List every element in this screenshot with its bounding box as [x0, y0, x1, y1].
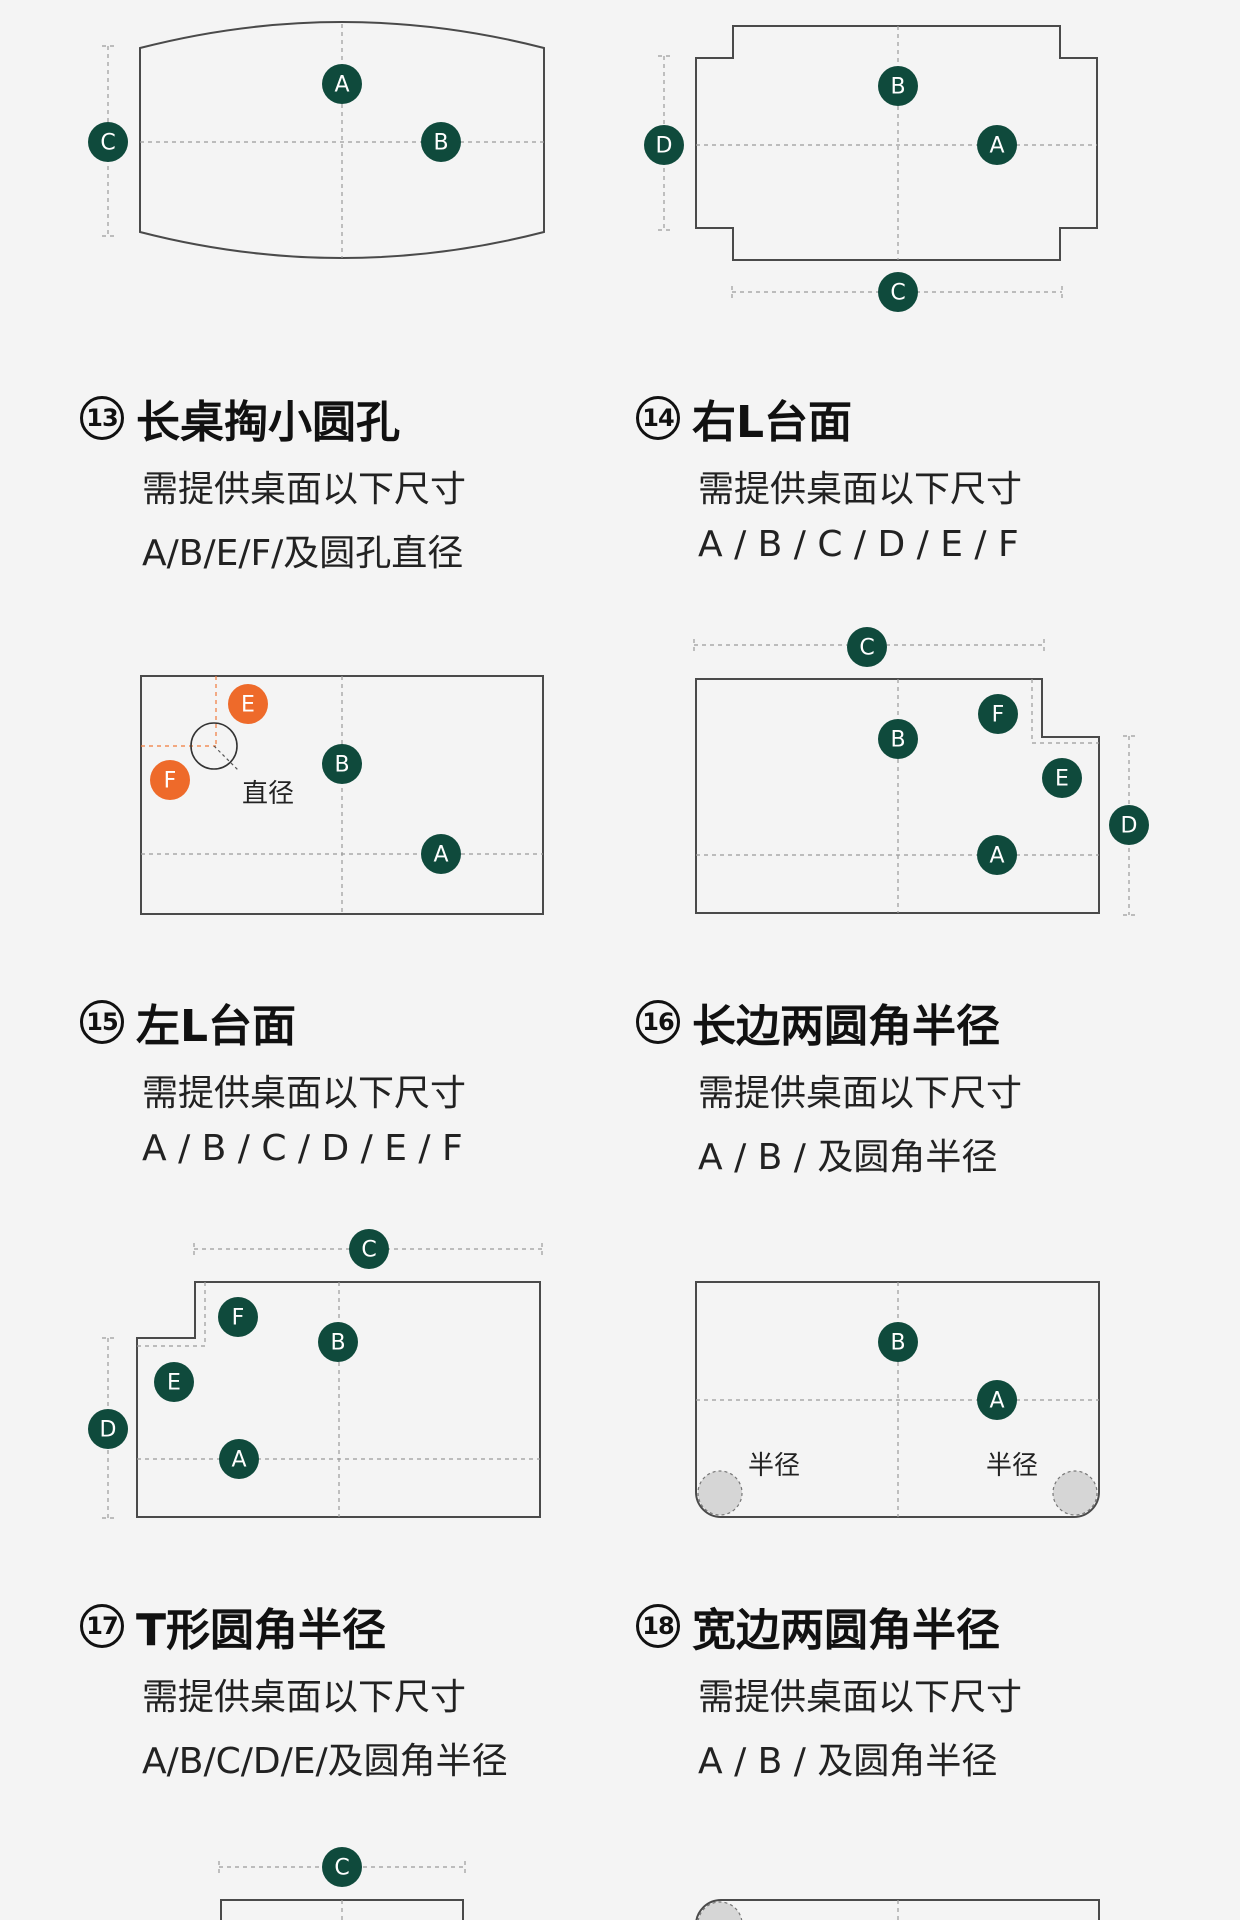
section-title: 长边两圆角半径	[692, 1001, 1000, 1052]
marker-f: F	[978, 694, 1018, 734]
marker-a: A	[421, 834, 461, 874]
diagram-right-l-table: C F B E D A	[693, 627, 1149, 916]
section-18-requirement: 需提供桌面以下尺寸	[698, 1677, 1023, 1718]
svg-text:B: B	[334, 753, 349, 778]
section-18-dimensions: A / B / 及圆角半径	[698, 1741, 998, 1782]
section-title: 宽边两圆角半径	[692, 1605, 1000, 1656]
section-15-requirement: 需提供桌面以下尺寸	[142, 1073, 467, 1114]
marker-d: D	[1109, 805, 1149, 845]
svg-text:A: A	[231, 1448, 246, 1473]
marker-b: B	[878, 66, 918, 106]
section-title: 左L台面	[136, 1001, 297, 1052]
radius-label-left: 半径	[748, 1451, 800, 1481]
marker-e: E	[228, 684, 268, 724]
svg-text:F: F	[164, 769, 177, 794]
section-17-requirement: 需提供桌面以下尺寸	[142, 1677, 467, 1718]
svg-text:C: C	[890, 281, 905, 306]
marker-c: C	[322, 1847, 362, 1887]
marker-f: F	[150, 760, 190, 800]
svg-text:B: B	[330, 1331, 345, 1356]
svg-text:A: A	[433, 843, 448, 868]
diagram-barrel-table: A B C	[88, 21, 545, 259]
diameter-label: 直径	[242, 779, 294, 809]
section-title: 右L台面	[692, 397, 853, 448]
section-13-title: 13 长桌掏小圆孔	[80, 386, 400, 450]
svg-text:D: D	[1121, 814, 1138, 839]
marker-a: A	[977, 835, 1017, 875]
svg-text:B: B	[433, 131, 448, 156]
diagram-table-with-hole: 直径 E F B A	[140, 675, 544, 915]
marker-b: B	[421, 122, 461, 162]
section-number: 16	[636, 1000, 680, 1044]
marker-a: A	[219, 1439, 259, 1479]
section-17-dimensions: A/B/C/D/E/及圆角半径	[142, 1741, 508, 1782]
svg-text:F: F	[992, 703, 1005, 728]
section-15-title: 15 左L台面	[80, 990, 296, 1054]
diagram-notched-table: B A D C	[644, 25, 1098, 312]
section-16-requirement: 需提供桌面以下尺寸	[698, 1073, 1023, 1114]
marker-a: A	[322, 64, 362, 104]
svg-text:A: A	[989, 1389, 1004, 1414]
marker-e: E	[154, 1362, 194, 1402]
diagram-rounded-long-edge-table: 半径 半径 B A	[695, 1281, 1100, 1518]
svg-text:E: E	[167, 1371, 181, 1396]
marker-f: F	[218, 1297, 258, 1337]
svg-text:E: E	[1055, 767, 1069, 792]
marker-b: B	[878, 1322, 918, 1362]
marker-b: B	[878, 719, 918, 759]
marker-d: D	[88, 1409, 128, 1449]
marker-b: B	[318, 1322, 358, 1362]
section-16-dimensions: A / B / 及圆角半径	[698, 1137, 998, 1178]
section-13-requirement: 需提供桌面以下尺寸	[142, 469, 467, 510]
svg-text:E: E	[241, 693, 255, 718]
svg-text:A: A	[989, 844, 1004, 869]
diagram-t-shape-partial: C	[218, 1847, 466, 1920]
svg-text:C: C	[334, 1856, 349, 1881]
section-16-title: 16 长边两圆角半径	[636, 990, 1000, 1054]
section-14-requirement: 需提供桌面以下尺寸	[698, 469, 1023, 510]
svg-text:C: C	[100, 131, 115, 156]
marker-d: D	[644, 125, 684, 165]
section-number: 18	[636, 1604, 680, 1648]
section-13-dimensions: A/B/E/F/及圆孔直径	[142, 533, 464, 574]
svg-text:D: D	[656, 134, 673, 159]
svg-text:B: B	[890, 75, 905, 100]
marker-a: A	[977, 125, 1017, 165]
marker-c: C	[878, 272, 918, 312]
svg-text:F: F	[232, 1306, 245, 1331]
marker-a: A	[977, 1380, 1017, 1420]
section-17-title: 17 T形圆角半径	[80, 1594, 386, 1658]
marker-e: E	[1042, 758, 1082, 798]
section-number: 14	[636, 396, 680, 440]
svg-text:A: A	[334, 73, 349, 98]
marker-c: C	[349, 1229, 389, 1269]
section-number: 13	[80, 396, 124, 440]
svg-text:C: C	[859, 636, 874, 661]
section-18-title: 18 宽边两圆角半径	[636, 1594, 1000, 1658]
section-15-dimensions: A / B / C / D / E / F	[142, 1128, 463, 1169]
marker-c: C	[88, 122, 128, 162]
diagram-rounded-short-edge-partial	[695, 1899, 1100, 1920]
diagram-left-l-table: C F B E D A	[88, 1229, 543, 1519]
section-title: T形圆角半径	[136, 1605, 387, 1656]
svg-text:B: B	[890, 1331, 905, 1356]
svg-text:A: A	[989, 134, 1004, 159]
radius-label-right: 半径	[986, 1451, 1038, 1481]
svg-text:B: B	[890, 728, 905, 753]
svg-text:C: C	[361, 1238, 376, 1263]
marker-b: B	[322, 744, 362, 784]
section-14-dimensions: A / B / C / D / E / F	[698, 524, 1019, 565]
marker-c: C	[847, 627, 887, 667]
svg-text:D: D	[100, 1418, 117, 1443]
section-14-title: 14 右L台面	[636, 386, 852, 450]
section-number: 17	[80, 1604, 124, 1648]
section-number: 15	[80, 1000, 124, 1044]
section-title: 长桌掏小圆孔	[136, 397, 400, 448]
